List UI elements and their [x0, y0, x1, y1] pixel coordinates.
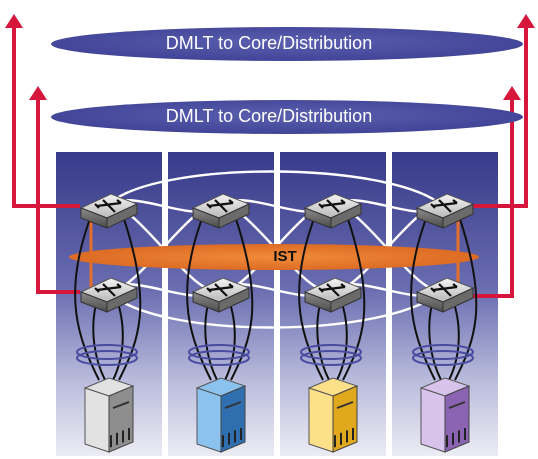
- lag-ring-a-0: [76, 344, 138, 360]
- uplink-right-outer: [472, 28, 528, 208]
- srv-link-d-1: [224, 299, 236, 381]
- srv-link-d-3: [448, 299, 460, 381]
- dmlt-uplinks: [5, 14, 535, 298]
- srv-link-d-2: [336, 299, 348, 381]
- srv-link-b-1: [230, 215, 254, 381]
- srv-link-c-0: [92, 299, 106, 381]
- srv-link-a-0: [74, 215, 100, 381]
- srv-link-b-3: [454, 215, 478, 381]
- switch-top-4: [415, 193, 475, 229]
- dmlt-ellipse-bottom: [51, 100, 523, 134]
- switch-top-3: [303, 193, 363, 229]
- uplink-arrow-left-outer: [5, 14, 23, 28]
- server-2: [195, 377, 247, 453]
- dmlt-label-top: DMLT to Core/Distribution: [165, 33, 373, 53]
- ist-band: [69, 244, 479, 270]
- lag-ring-b-2: [300, 350, 362, 366]
- srv-link-c-1: [204, 299, 218, 381]
- lag-ring-a-2: [300, 344, 362, 360]
- srv-link-d-0: [112, 299, 124, 381]
- srv-link-a-3: [410, 215, 436, 381]
- lag-ring-b-0: [76, 350, 138, 366]
- uplink-arrow-right-outer: [517, 14, 535, 28]
- server-1: [83, 377, 135, 453]
- srv-link-a-2: [298, 215, 324, 381]
- ist-label: IST: [273, 248, 297, 265]
- uplink-arrow-right-inner: [503, 86, 521, 100]
- srv-link-b-2: [342, 215, 366, 381]
- lag-ring-a-3: [412, 344, 474, 360]
- switch-bottom-3: [303, 277, 363, 313]
- switch-bottom-2: [191, 277, 251, 313]
- server-4: [419, 377, 471, 453]
- lag-ring-b-1: [188, 350, 250, 366]
- switches: [79, 193, 475, 313]
- uplink-arrow-left-inner: [29, 86, 47, 100]
- srv-link-a-1: [186, 215, 212, 381]
- srv-link-c-3: [428, 299, 442, 381]
- switch-bottom-4: [415, 277, 475, 313]
- lag-ring-b-3: [412, 350, 474, 366]
- dmlt-ellipse-top: [51, 27, 523, 61]
- uplink-left-outer: [12, 28, 80, 208]
- switch-bottom-1: [79, 277, 139, 313]
- switch-top-1: [79, 193, 139, 229]
- srv-link-b-0: [118, 215, 142, 381]
- link-top-long: [106, 170, 444, 207]
- lag-ring-a-1: [188, 344, 250, 360]
- servers: [83, 377, 471, 453]
- uplink-right-inner: [472, 100, 514, 298]
- switch-top-2: [191, 193, 251, 229]
- dmlt-label-bottom: DMLT to Core/Distribution: [165, 106, 373, 126]
- server-links: [74, 215, 478, 381]
- uplink-left-inner: [36, 100, 80, 294]
- server-3: [307, 377, 359, 453]
- srv-link-c-2: [316, 299, 330, 381]
